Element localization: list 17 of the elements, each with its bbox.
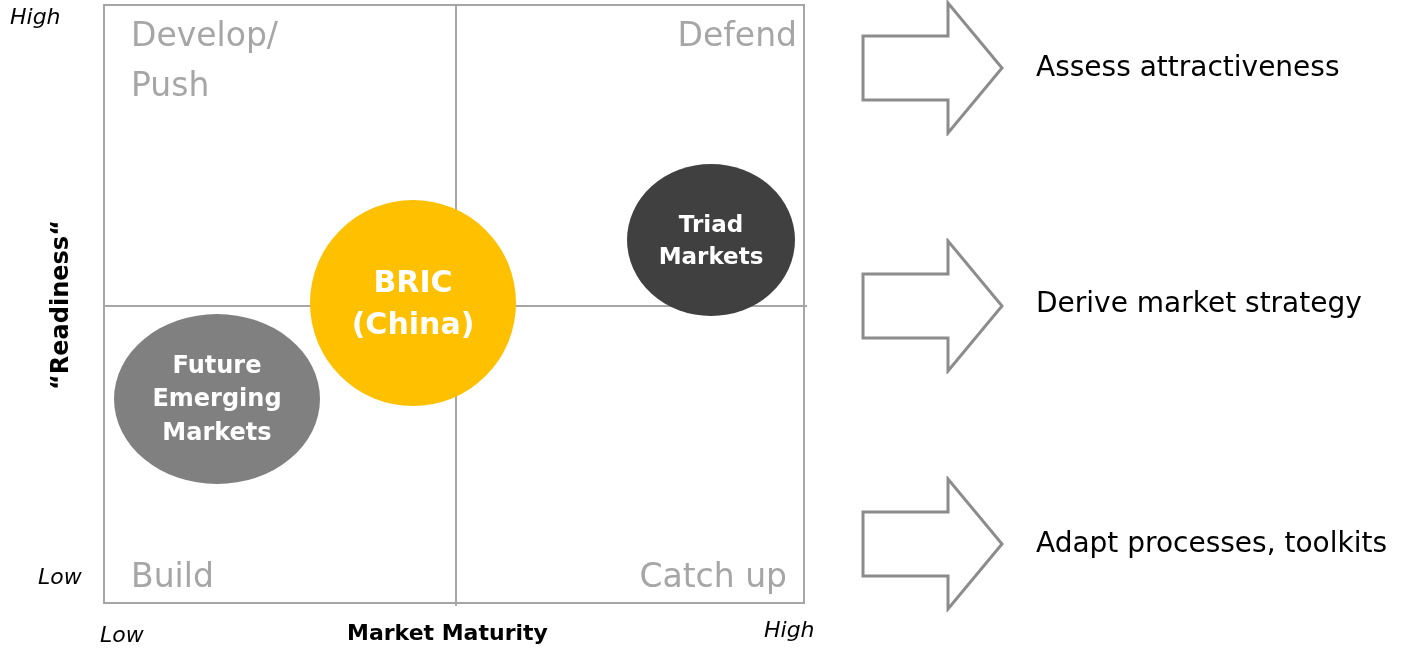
axis-end-label: High (10, 4, 61, 29)
axis-title: “Readiness“ (46, 220, 74, 390)
quadrant-label: Defend (677, 14, 797, 56)
bubble-label: Triad Markets (657, 209, 765, 271)
matrix-frame (103, 4, 805, 604)
axis-title: Market Maturity (347, 620, 548, 645)
axis-end-label: High (764, 617, 815, 642)
action-text: Adapt processes, toolkits (1036, 526, 1388, 559)
action-text: Derive market strategy (1036, 286, 1362, 319)
bubble-label: BRIC (China) (350, 263, 476, 343)
quadrant-label: Catch up (639, 554, 787, 597)
axis-end-label: Low (38, 564, 82, 589)
axis-end-label: Low (100, 622, 144, 647)
action-text: Assess attractiveness (1036, 50, 1340, 83)
bubble-label: Future Emerging Markets (151, 349, 283, 448)
quadrant-label: Build (131, 554, 214, 597)
quadrant-label: Develop/ Push (131, 14, 279, 106)
